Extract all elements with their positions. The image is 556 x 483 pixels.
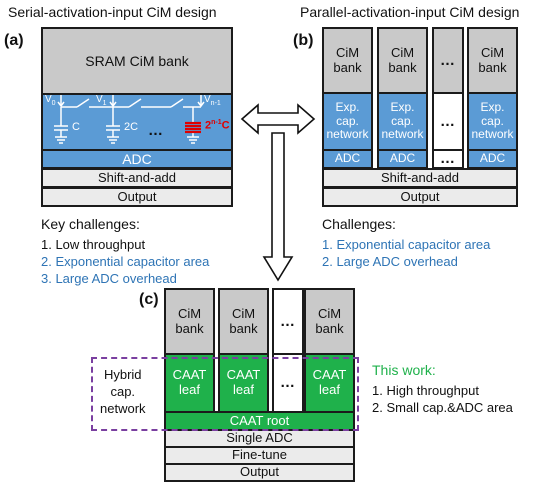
connector-arrows	[240, 103, 316, 282]
adc-b1: ADC	[322, 149, 373, 169]
panel-b-label: (b)	[293, 32, 314, 49]
cim-bank-label: CiM bank	[478, 44, 507, 75]
down-arrow-icon	[262, 132, 294, 282]
this-work-1: 1. High throughput	[372, 383, 479, 398]
exp-cap-network-b2: Exp. cap. network	[377, 92, 428, 151]
cim-bank-label: CiM bank	[315, 305, 344, 336]
panel-a-label: (a)	[4, 32, 24, 49]
cim-bank-label: CiM bank	[175, 305, 204, 336]
adc-block-a: ADC	[41, 149, 233, 169]
caat-root-label: CAAT root	[229, 412, 290, 428]
sram-cim-bank: SRAM CiM bank	[41, 27, 233, 95]
ellipsis-leaf-c: …	[272, 353, 304, 413]
cim-bank-b4: CiM bank	[467, 27, 518, 94]
cap-exp-label: 2n-1C	[205, 119, 230, 132]
cim-bank-c1: CiM bank	[164, 288, 215, 355]
this-work-2: 2. Small cap.&ADC area	[372, 400, 513, 415]
ellipsis: …	[440, 112, 456, 130]
sram-cim-bank-label: SRAM CiM bank	[85, 52, 189, 69]
adc-label: ADC	[389, 151, 416, 166]
shift-add-block-b: Shift-and-add	[322, 168, 518, 188]
challenges-title-b: Challenges:	[322, 216, 396, 232]
caat-leaf-label: CAAT leaf	[172, 367, 207, 397]
ellipsis-exp-b: …	[432, 92, 464, 151]
cap-2c-label: 2C	[124, 121, 139, 133]
challenge-3: 3. Large ADC overhead	[41, 271, 177, 286]
ellipsis-bank-c: …	[272, 288, 304, 355]
adc-label: ADC	[334, 151, 361, 166]
key-challenges-title: Key challenges:	[41, 216, 140, 232]
double-arrow-icon	[240, 103, 316, 135]
ellipsis: …	[280, 374, 296, 392]
shift-add-block-a: Shift-and-add	[41, 168, 233, 188]
hybrid-cap-network-label: Hybrid cap. network	[100, 367, 146, 416]
hybrid-cap-network-outline	[91, 357, 359, 431]
capacitor-array-schematic	[54, 95, 205, 144]
exp-cap-label: Exp. cap. network	[381, 99, 424, 142]
exp-cap-label: Exp. cap. network	[326, 99, 369, 142]
cim-bank-c2: CiM bank	[218, 288, 269, 355]
challenge-1: 1. Low throughput	[41, 237, 146, 252]
output-block-c: Output	[164, 463, 355, 482]
shift-add-label: Shift-and-add	[380, 169, 460, 185]
v1-label: V1	[96, 94, 107, 107]
caat-leaf-label: CAAT leaf	[226, 367, 261, 397]
ellipsis-adc-b: …	[432, 149, 464, 169]
cim-bank-b2: CiM bank	[377, 27, 428, 94]
challenge-b-1: 1. Exponential capacitor area	[322, 237, 491, 252]
exp-cap-label: Exp. cap. network	[471, 99, 514, 142]
output-label: Output	[239, 464, 280, 480]
adc-b2: ADC	[377, 149, 428, 169]
v0-label: V0	[45, 94, 56, 107]
caat-leaf-c2: CAAT leaf	[218, 353, 269, 413]
adc-label: ADC	[122, 150, 152, 167]
challenge-b-2: 2. Large ADC overhead	[322, 254, 458, 269]
output-label: Output	[117, 188, 157, 204]
exp-cap-network-b1: Exp. cap. network	[322, 92, 373, 151]
cim-bank-label: CiM bank	[333, 44, 362, 75]
output-block-a: Output	[41, 187, 233, 207]
vn1-label: Vn-1	[204, 94, 221, 107]
output-block-b: Output	[322, 187, 518, 207]
ellipsis: …	[280, 312, 296, 330]
cim-bank-b1: CiM bank	[322, 27, 373, 94]
cim-bank-c4: CiM bank	[304, 288, 355, 355]
caat-leaf-c1: CAAT leaf	[164, 353, 215, 413]
caat-leaf-label: CAAT leaf	[312, 367, 347, 397]
adc-b4: ADC	[467, 149, 518, 169]
this-work-title: This work:	[372, 362, 436, 378]
ellipsis-bank-b: …	[432, 27, 464, 94]
ellipsis: …	[440, 51, 456, 69]
ellipsis: …	[440, 150, 456, 168]
cim-bank-label: CiM bank	[388, 44, 417, 75]
cap-ellipsis: …	[148, 122, 164, 139]
panel-c-label: (c)	[139, 291, 159, 308]
panel-a-title: Serial-activation-input CiM design	[8, 4, 217, 20]
single-adc-label: Single ADC	[226, 430, 293, 446]
cim-bank-label: CiM bank	[229, 305, 258, 336]
output-label: Output	[400, 188, 440, 204]
finetune-label: Fine-tune	[232, 447, 287, 463]
adc-label: ADC	[479, 151, 506, 166]
exp-cap-network-b4: Exp. cap. network	[467, 92, 518, 151]
challenge-2: 2. Exponential capacitor area	[41, 254, 210, 269]
shift-add-label: Shift-and-add	[97, 169, 177, 185]
cap-c-label: C	[72, 121, 80, 133]
panel-b-title: Parallel-activation-input CiM design	[300, 4, 520, 20]
